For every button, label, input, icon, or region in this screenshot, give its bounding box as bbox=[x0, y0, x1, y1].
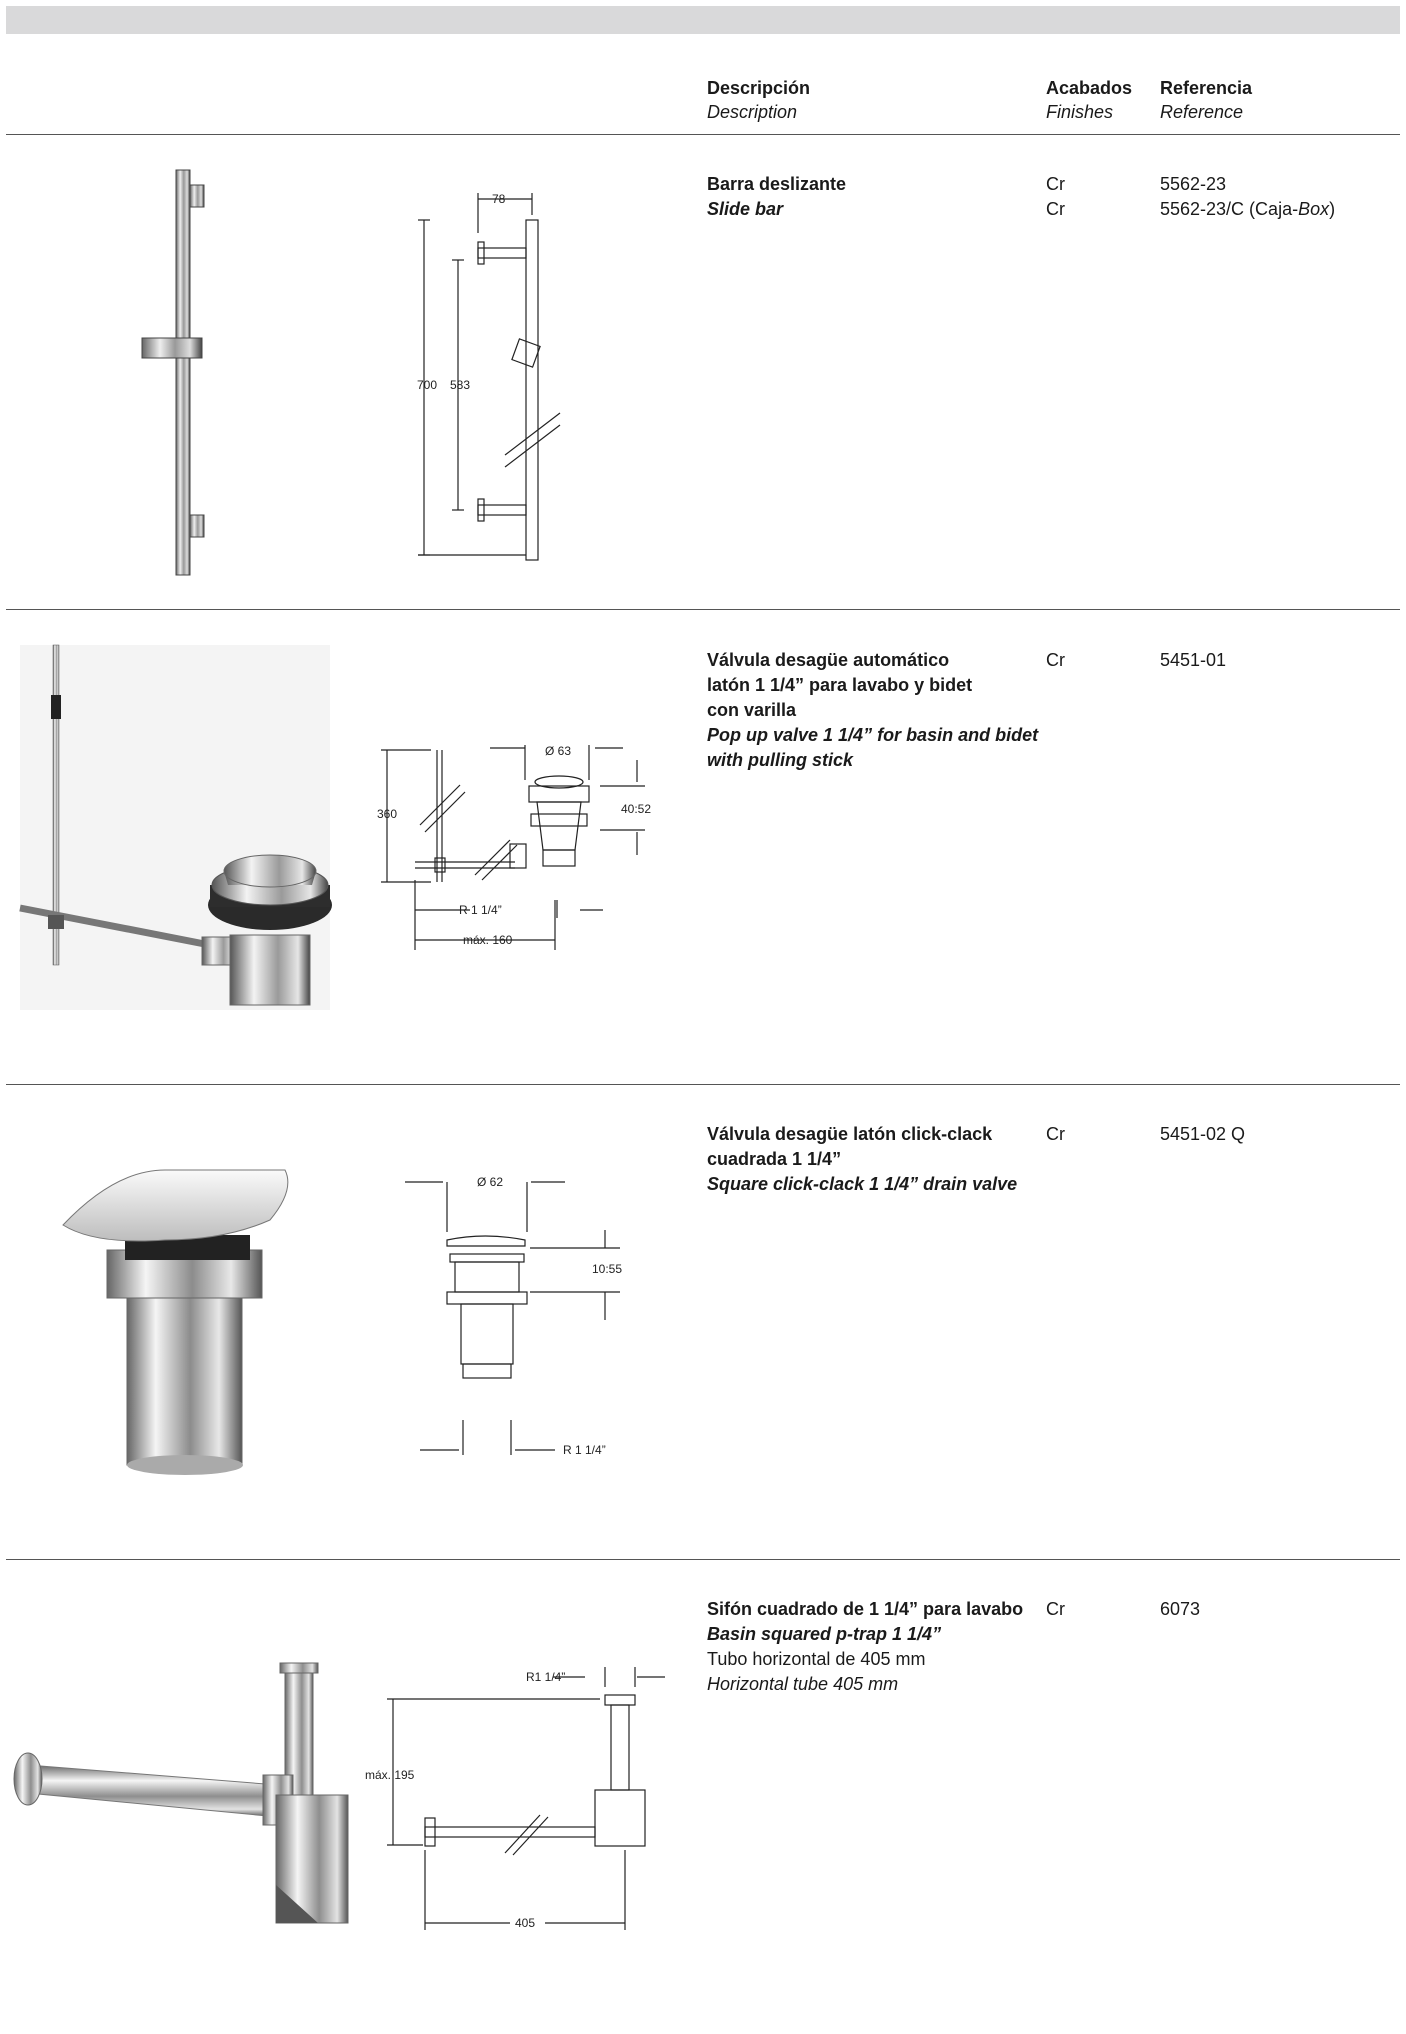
row-divider bbox=[6, 1084, 1400, 1085]
reference-value: 5451-02 Q bbox=[1160, 1124, 1246, 1144]
dim-thread-label: R 1 1/4” bbox=[563, 1443, 606, 1457]
finish-value: Cr bbox=[1046, 1599, 1065, 1619]
product-description: Válvula desagüe latón click-clack cuadra… bbox=[707, 1124, 1018, 1194]
finish-value: Cr bbox=[1046, 650, 1065, 670]
product-description: Sifón cuadrado de 1 1/4” para lavabo Bas… bbox=[707, 1599, 1024, 1694]
dim-thread-label: R 1 1/4” bbox=[459, 903, 502, 917]
pop-up-valve-photo bbox=[19, 644, 332, 1010]
dim-max-label: máx. 160 bbox=[463, 933, 513, 947]
click-clack-valve-drawing: Ø 62 10:55 R 1 1/4” bbox=[405, 1175, 622, 1457]
reference-value: 5562-23 5562-23/C (Caja-Box) bbox=[1160, 174, 1336, 219]
row-divider bbox=[6, 1559, 1400, 1560]
dim-inner-label: 583 bbox=[450, 378, 470, 392]
dim-range-label: 40:52 bbox=[621, 802, 651, 816]
dim-diameter-label: Ø 62 bbox=[477, 1175, 503, 1189]
reference-value: 6073 bbox=[1160, 1599, 1201, 1619]
finish-value: Cr bbox=[1046, 1124, 1065, 1144]
product-description: Válvula desagüe automático latón 1 1/4” … bbox=[707, 650, 1039, 770]
product-description: Barra deslizante Slide bar bbox=[707, 174, 847, 219]
p-trap-photo bbox=[13, 1662, 349, 1924]
dim-height-label: 360 bbox=[377, 807, 397, 821]
slide-bar-drawing: 78 700 583 bbox=[417, 192, 561, 561]
row-divider bbox=[6, 609, 1400, 610]
header-divider bbox=[6, 134, 1400, 135]
click-clack-valve-photo bbox=[62, 1169, 289, 1475]
reference-value: 5451-01 bbox=[1160, 650, 1227, 670]
dim-max-label: máx. 195 bbox=[365, 1768, 415, 1782]
slide-bar-photo bbox=[141, 169, 205, 576]
pop-up-valve-drawing: Ø 63 360 40:52 R 1 1/4” máx. 160 bbox=[377, 744, 651, 950]
dim-range-label: 10:55 bbox=[592, 1262, 622, 1276]
p-trap-drawing: R1 1/4” máx. 195 405 bbox=[365, 1667, 665, 1930]
top-banner bbox=[6, 6, 1400, 34]
dim-length-label: 405 bbox=[515, 1916, 535, 1930]
dim-diameter-label: Ø 63 bbox=[545, 744, 571, 758]
dim-total-label: 700 bbox=[417, 378, 437, 392]
dim-thread-label: R1 1/4” bbox=[526, 1670, 565, 1684]
dim-width-label: 78 bbox=[492, 192, 506, 206]
